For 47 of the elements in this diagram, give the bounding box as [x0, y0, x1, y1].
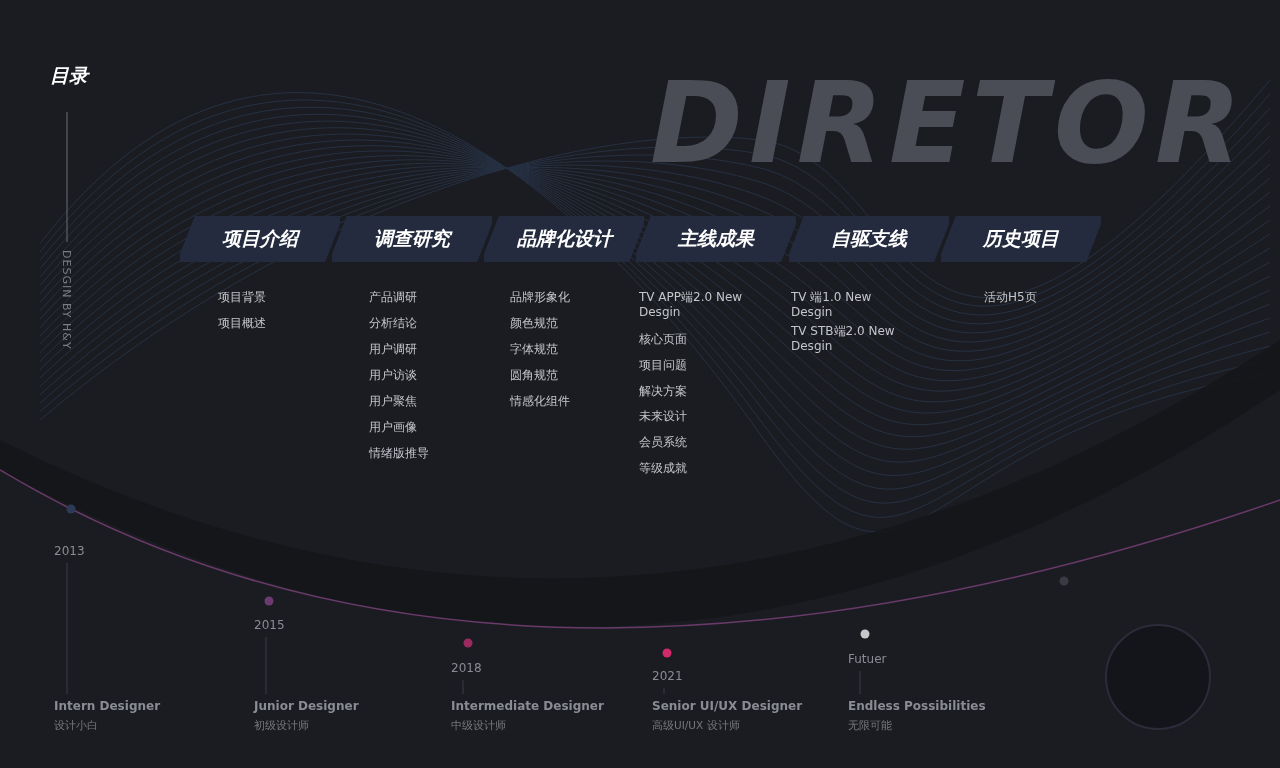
- section-header: 品牌化设计: [484, 216, 644, 262]
- menu-item: 项目概述: [218, 316, 267, 331]
- menu-item: 活动H5页: [984, 290, 1038, 305]
- role-title: Intern Designer: [54, 699, 161, 713]
- year-label: 2018: [451, 661, 482, 675]
- year-label: 2015: [254, 618, 285, 632]
- menu-item: TV APP端2.0 New Desgin: [639, 290, 744, 320]
- role-title: Intermediate Designer: [451, 699, 604, 713]
- role-subtitle: 无限可能: [848, 719, 892, 733]
- menu-item: 产品调研: [369, 290, 418, 305]
- menu-item: 用户调研: [369, 342, 418, 357]
- vertical-caption: DESGIN BY H&Y: [60, 250, 73, 350]
- menu-item: 解决方案: [639, 384, 688, 399]
- menu-item: 情绪版推导: [369, 446, 430, 461]
- heading: 目录: [50, 63, 88, 88]
- menu-item: 项目背景: [218, 290, 267, 305]
- role-subtitle: 中级设计师: [451, 719, 506, 733]
- menu-item: TV 端1.0 New Desgin: [791, 290, 873, 320]
- menu-item: 分析结论: [369, 316, 418, 331]
- menu-item: 会员系统: [639, 435, 688, 450]
- year-label: 2021: [652, 669, 683, 683]
- year-label: 2013: [54, 544, 85, 558]
- menu-item: 情感化组件: [510, 394, 571, 409]
- role-subtitle: 高级UI/UX 设计师: [652, 719, 740, 733]
- menu-item: 圆角规范: [510, 368, 559, 383]
- menu-item: 用户画像: [369, 420, 418, 435]
- menu-item: 核心页面: [639, 332, 688, 347]
- section-header: 主线成果: [636, 216, 796, 262]
- menu-item: TV STB端2.0 New Desgin: [791, 324, 896, 354]
- menu-item: 用户访谈: [369, 368, 418, 383]
- menu-item: 项目问题: [639, 358, 688, 373]
- menu-item: 颜色规范: [510, 316, 559, 331]
- year-label: Futuer: [848, 652, 887, 666]
- menu-item: 品牌形象化: [510, 290, 571, 305]
- role-subtitle: 初级设计师: [254, 719, 309, 733]
- menu-item: 用户聚焦: [369, 394, 418, 409]
- role-title: Senior UI/UX Designer: [652, 699, 803, 713]
- section-header: 自驱支线: [789, 216, 949, 262]
- menu-item: 等级成就: [639, 461, 688, 476]
- menu-item: 字体规范: [510, 342, 559, 357]
- section-header: 历史项目: [941, 216, 1101, 262]
- section-header: 调查研究: [332, 216, 492, 262]
- section-header: 项目介绍: [180, 216, 340, 262]
- role-subtitle: 设计小白: [54, 719, 98, 733]
- menu-item: 未来设计: [639, 409, 688, 424]
- role-title: Junior Designer: [254, 699, 359, 713]
- role-title: Endless Possibilities: [848, 699, 986, 713]
